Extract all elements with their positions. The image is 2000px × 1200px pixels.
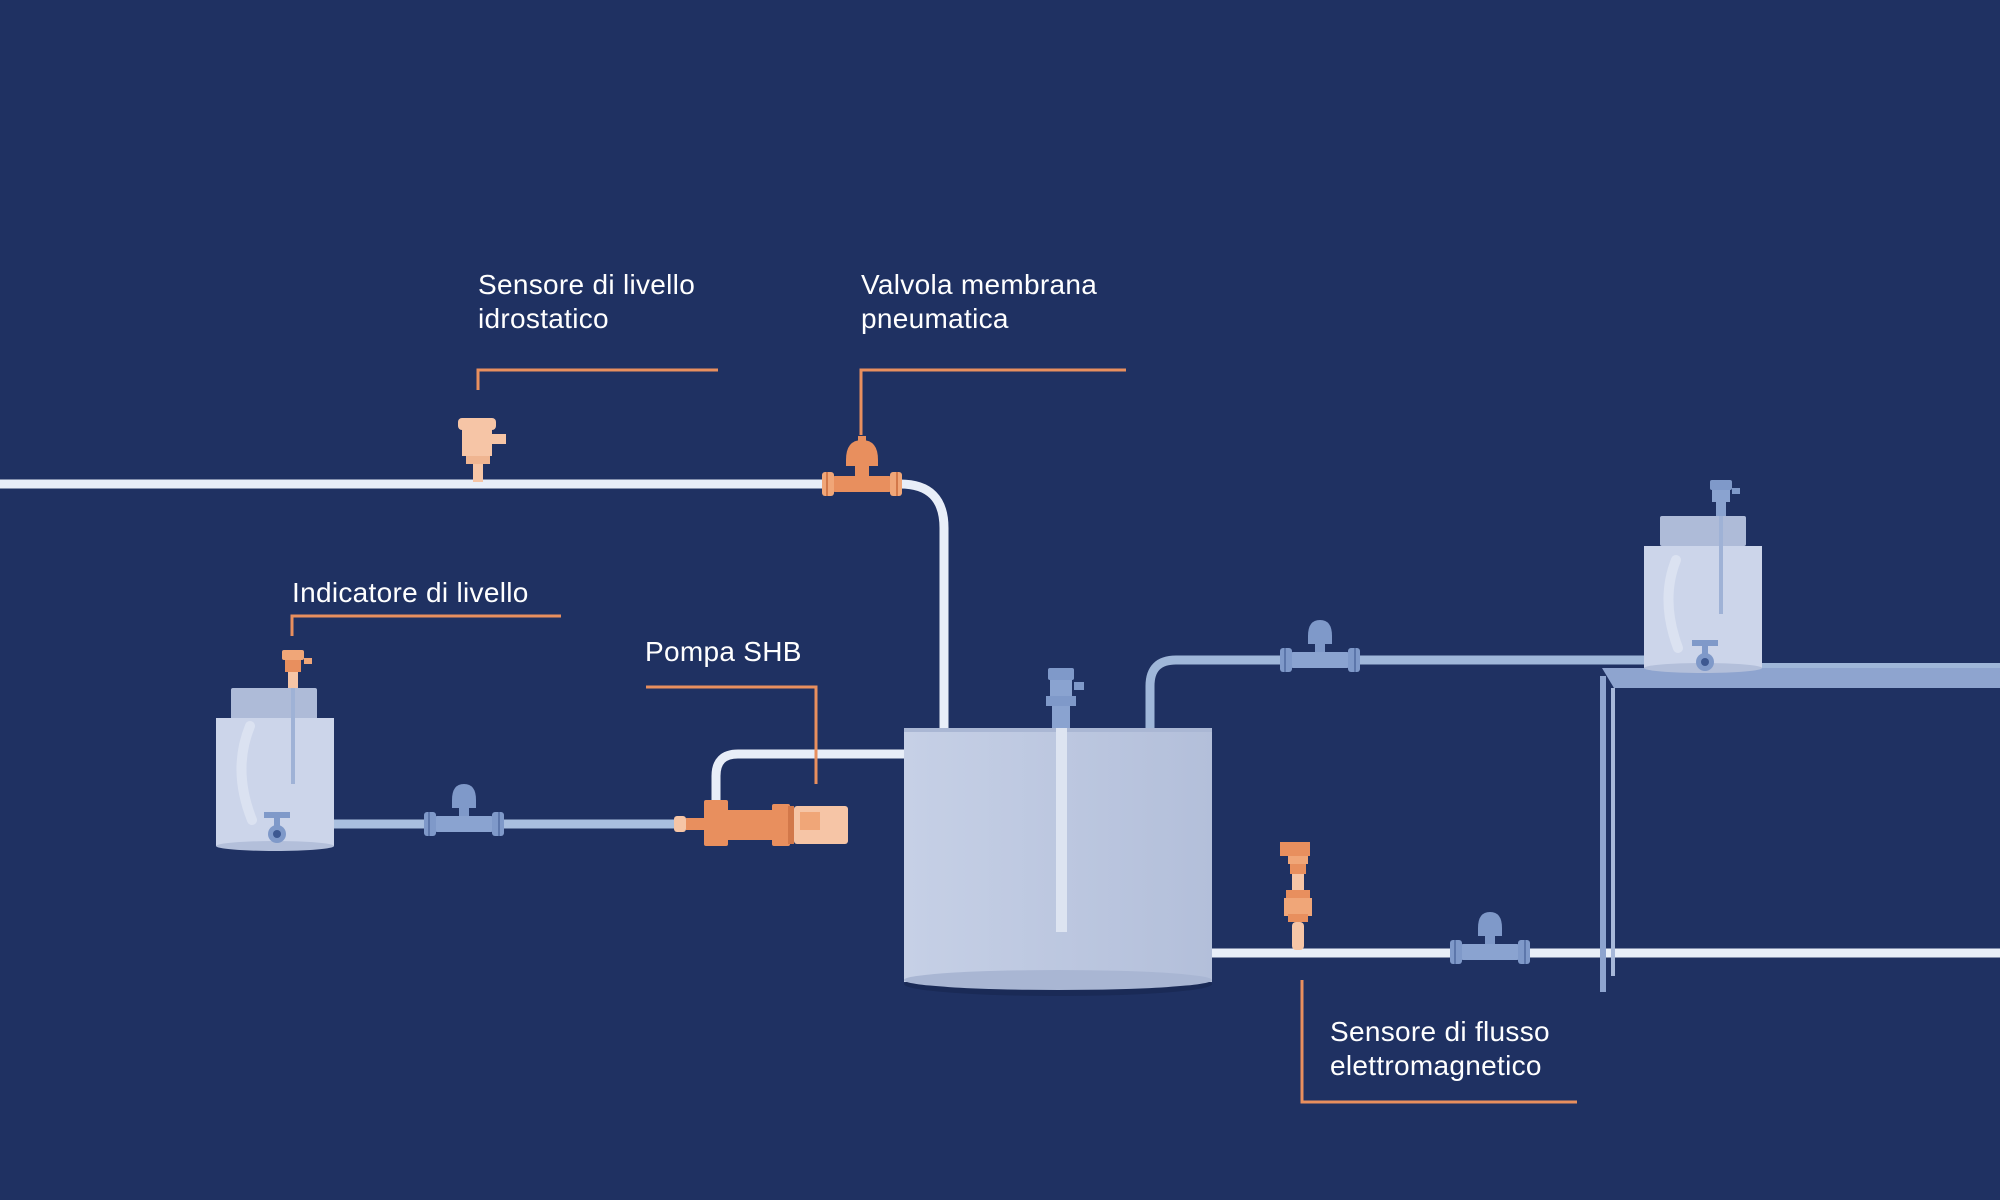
label-hydrostatic-line2: idrostatico [478,303,609,334]
callout-line-level-indicator [290,614,561,636]
main-tank-sensor-icon [1046,668,1084,728]
right-tank-sensor-icon [1710,480,1740,516]
callout-lines [290,368,1577,1104]
level-indicator-icon [282,650,312,688]
electromagnetic-flow-sensor-icon [1280,842,1312,950]
upper-right-line-valve-icon [1280,620,1360,672]
label-level-indicator: Indicatore di livello [292,576,529,610]
right-tank [1644,480,1762,673]
label-pump-line1: Pompa SHB [645,636,802,667]
right-tank-drain-valve-icon [1692,640,1718,671]
main-tank [904,668,1212,996]
label-flow-line2: elettromagnetico [1330,1050,1542,1081]
label-valve-line2: pneumatica [861,303,1009,334]
label-electromagnetic-flow-sensor: Sensore di flusso elettromagnetico [1330,1015,1550,1083]
support-platform [1600,668,2000,992]
callout-line-flow-sensor [1300,980,1577,1104]
left-tank [216,680,334,851]
label-level-indicator-line1: Indicatore di livello [292,577,529,608]
callout-line-valve [859,368,1126,435]
callout-line-hydrostatic [476,368,718,390]
pneumatic-membrane-valve-icon [822,436,902,496]
hydrostatic-level-sensor-icon [458,418,506,482]
label-hydrostatic-level-sensor: Sensore di livello idrostatico [478,268,695,336]
left-line-valve-icon [424,784,504,836]
top-pipe [0,479,949,742]
label-hydrostatic-line1: Sensore di livello [478,269,696,300]
main-tank-to-right-pipe [1145,655,1650,738]
left-tank-drain-valve-icon [264,812,290,843]
label-valve-line1: Valvola membrana [861,269,1098,300]
callout-line-pump [646,685,818,784]
label-shb-pump: Pompa SHB [645,635,802,669]
pump-to-tank-pipe [711,749,926,810]
bottom-line-valve-icon [1450,912,1530,964]
label-flow-line1: Sensore di flusso [1330,1016,1550,1047]
label-pneumatic-membrane-valve: Valvola membrana pneumatica [861,268,1097,336]
shb-pump-icon [674,800,848,846]
